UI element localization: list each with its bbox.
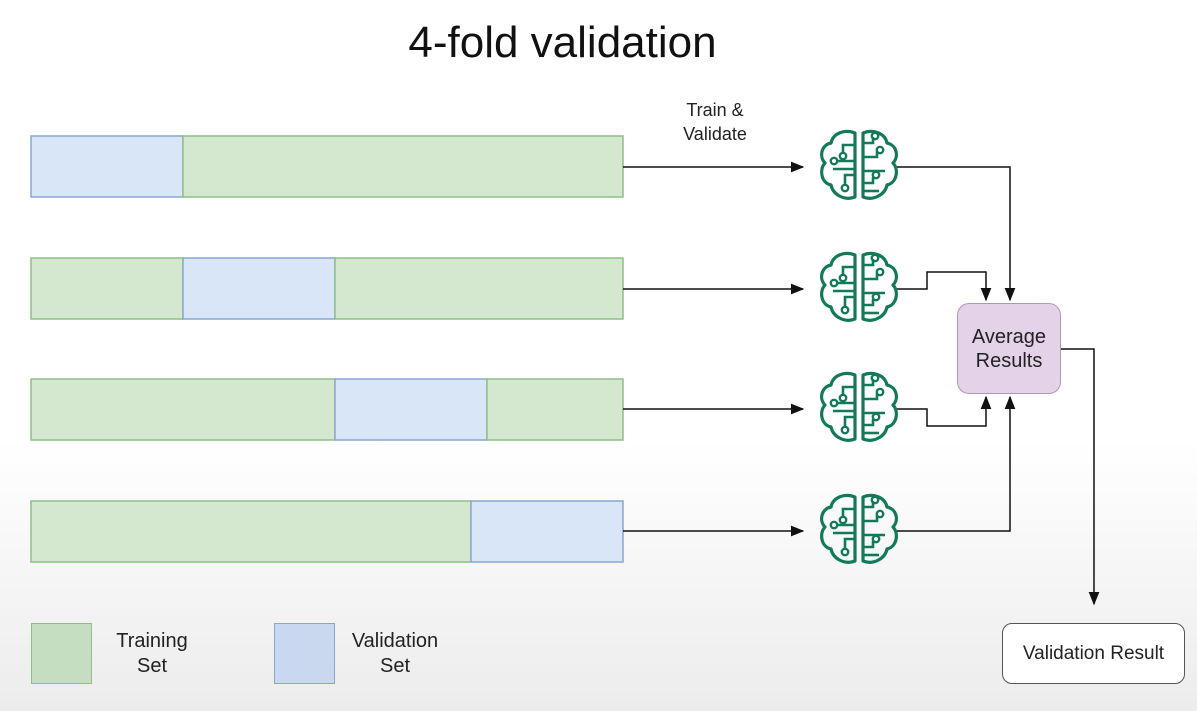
- fold-2-training-segment-b: [334, 257, 624, 320]
- fold-3-bar: [30, 378, 624, 441]
- average-results-line2: Results: [975, 349, 1043, 372]
- legend-validation-swatch: [274, 623, 335, 684]
- fold-1-training-segment: [182, 135, 624, 198]
- fold-4-bar: [30, 500, 624, 563]
- legend-training-label: Training Set: [92, 629, 212, 679]
- fold-2-validation-segment: [182, 257, 336, 320]
- fold-4-training-segment: [30, 500, 472, 563]
- average-results-box: Average Results: [957, 303, 1061, 394]
- model-1-connector: [897, 166, 1016, 302]
- average-results-line1: Average: [971, 325, 1047, 348]
- legend-validation-label: Validation Set: [335, 629, 455, 679]
- model-4-connector: [897, 395, 1016, 532]
- validation-result-box: Validation Result: [1002, 623, 1185, 684]
- model-3-brain-icon: [820, 371, 898, 442]
- fold-1-bar: [30, 135, 624, 198]
- model-1-brain-icon: [820, 129, 898, 200]
- train-validate-line1: Train &: [686, 100, 744, 120]
- model-2-brain-icon: [820, 251, 898, 322]
- fold-2-bar: [30, 257, 624, 320]
- model-2-connector: [897, 271, 992, 302]
- fold-1-validation-segment: [30, 135, 184, 198]
- fold-3-validation-segment: [334, 378, 488, 441]
- model-4-brain-icon: [820, 493, 898, 564]
- model-3-connector: [897, 395, 992, 427]
- fold-3-training-segment-b: [486, 378, 624, 441]
- legend-training-line2: Set: [136, 655, 168, 677]
- fold-2-training-segment-a: [30, 257, 184, 320]
- fold-3-training-segment-a: [30, 378, 336, 441]
- legend-validation-line1: Validation: [351, 630, 439, 652]
- average-to-result-connector: [1061, 348, 1100, 606]
- diagram-title: 4-fold validation: [408, 18, 717, 67]
- fold-4-validation-segment: [470, 500, 624, 563]
- train-validate-line2: Validate: [683, 124, 747, 144]
- legend-validation-line2: Set: [379, 655, 411, 677]
- train-validate-label: Train & Validate: [660, 98, 770, 146]
- legend-training-line1: Training: [116, 630, 188, 652]
- legend-training-swatch: [31, 623, 92, 684]
